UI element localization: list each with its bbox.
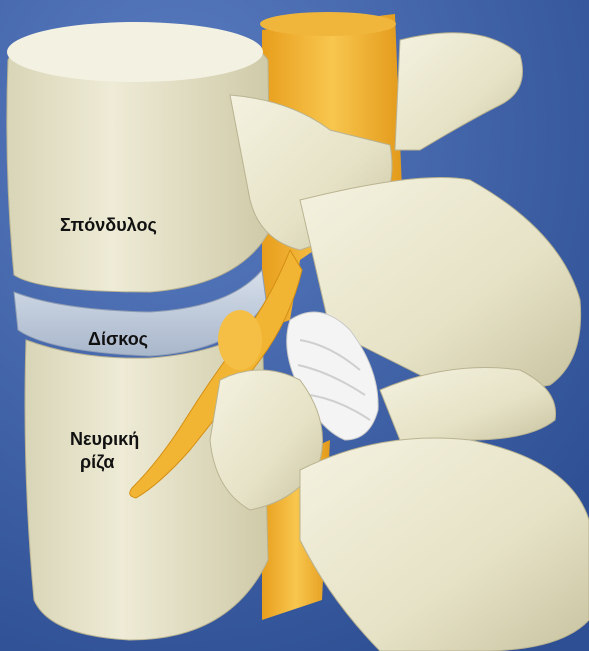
upper-vertebra-top: [7, 22, 263, 82]
spinal-cord-top: [260, 12, 396, 36]
nerve-root-label-line2: ρίζα: [80, 451, 139, 474]
vertebra-label: Σπόνδυλος: [60, 214, 157, 237]
nerve-root-label: Νευρική ρίζα: [70, 428, 139, 473]
disc-label: Δίσκος: [88, 328, 148, 351]
nerve-root-ganglion: [218, 310, 262, 370]
nerve-root-label-line1: Νευρική: [70, 428, 139, 451]
